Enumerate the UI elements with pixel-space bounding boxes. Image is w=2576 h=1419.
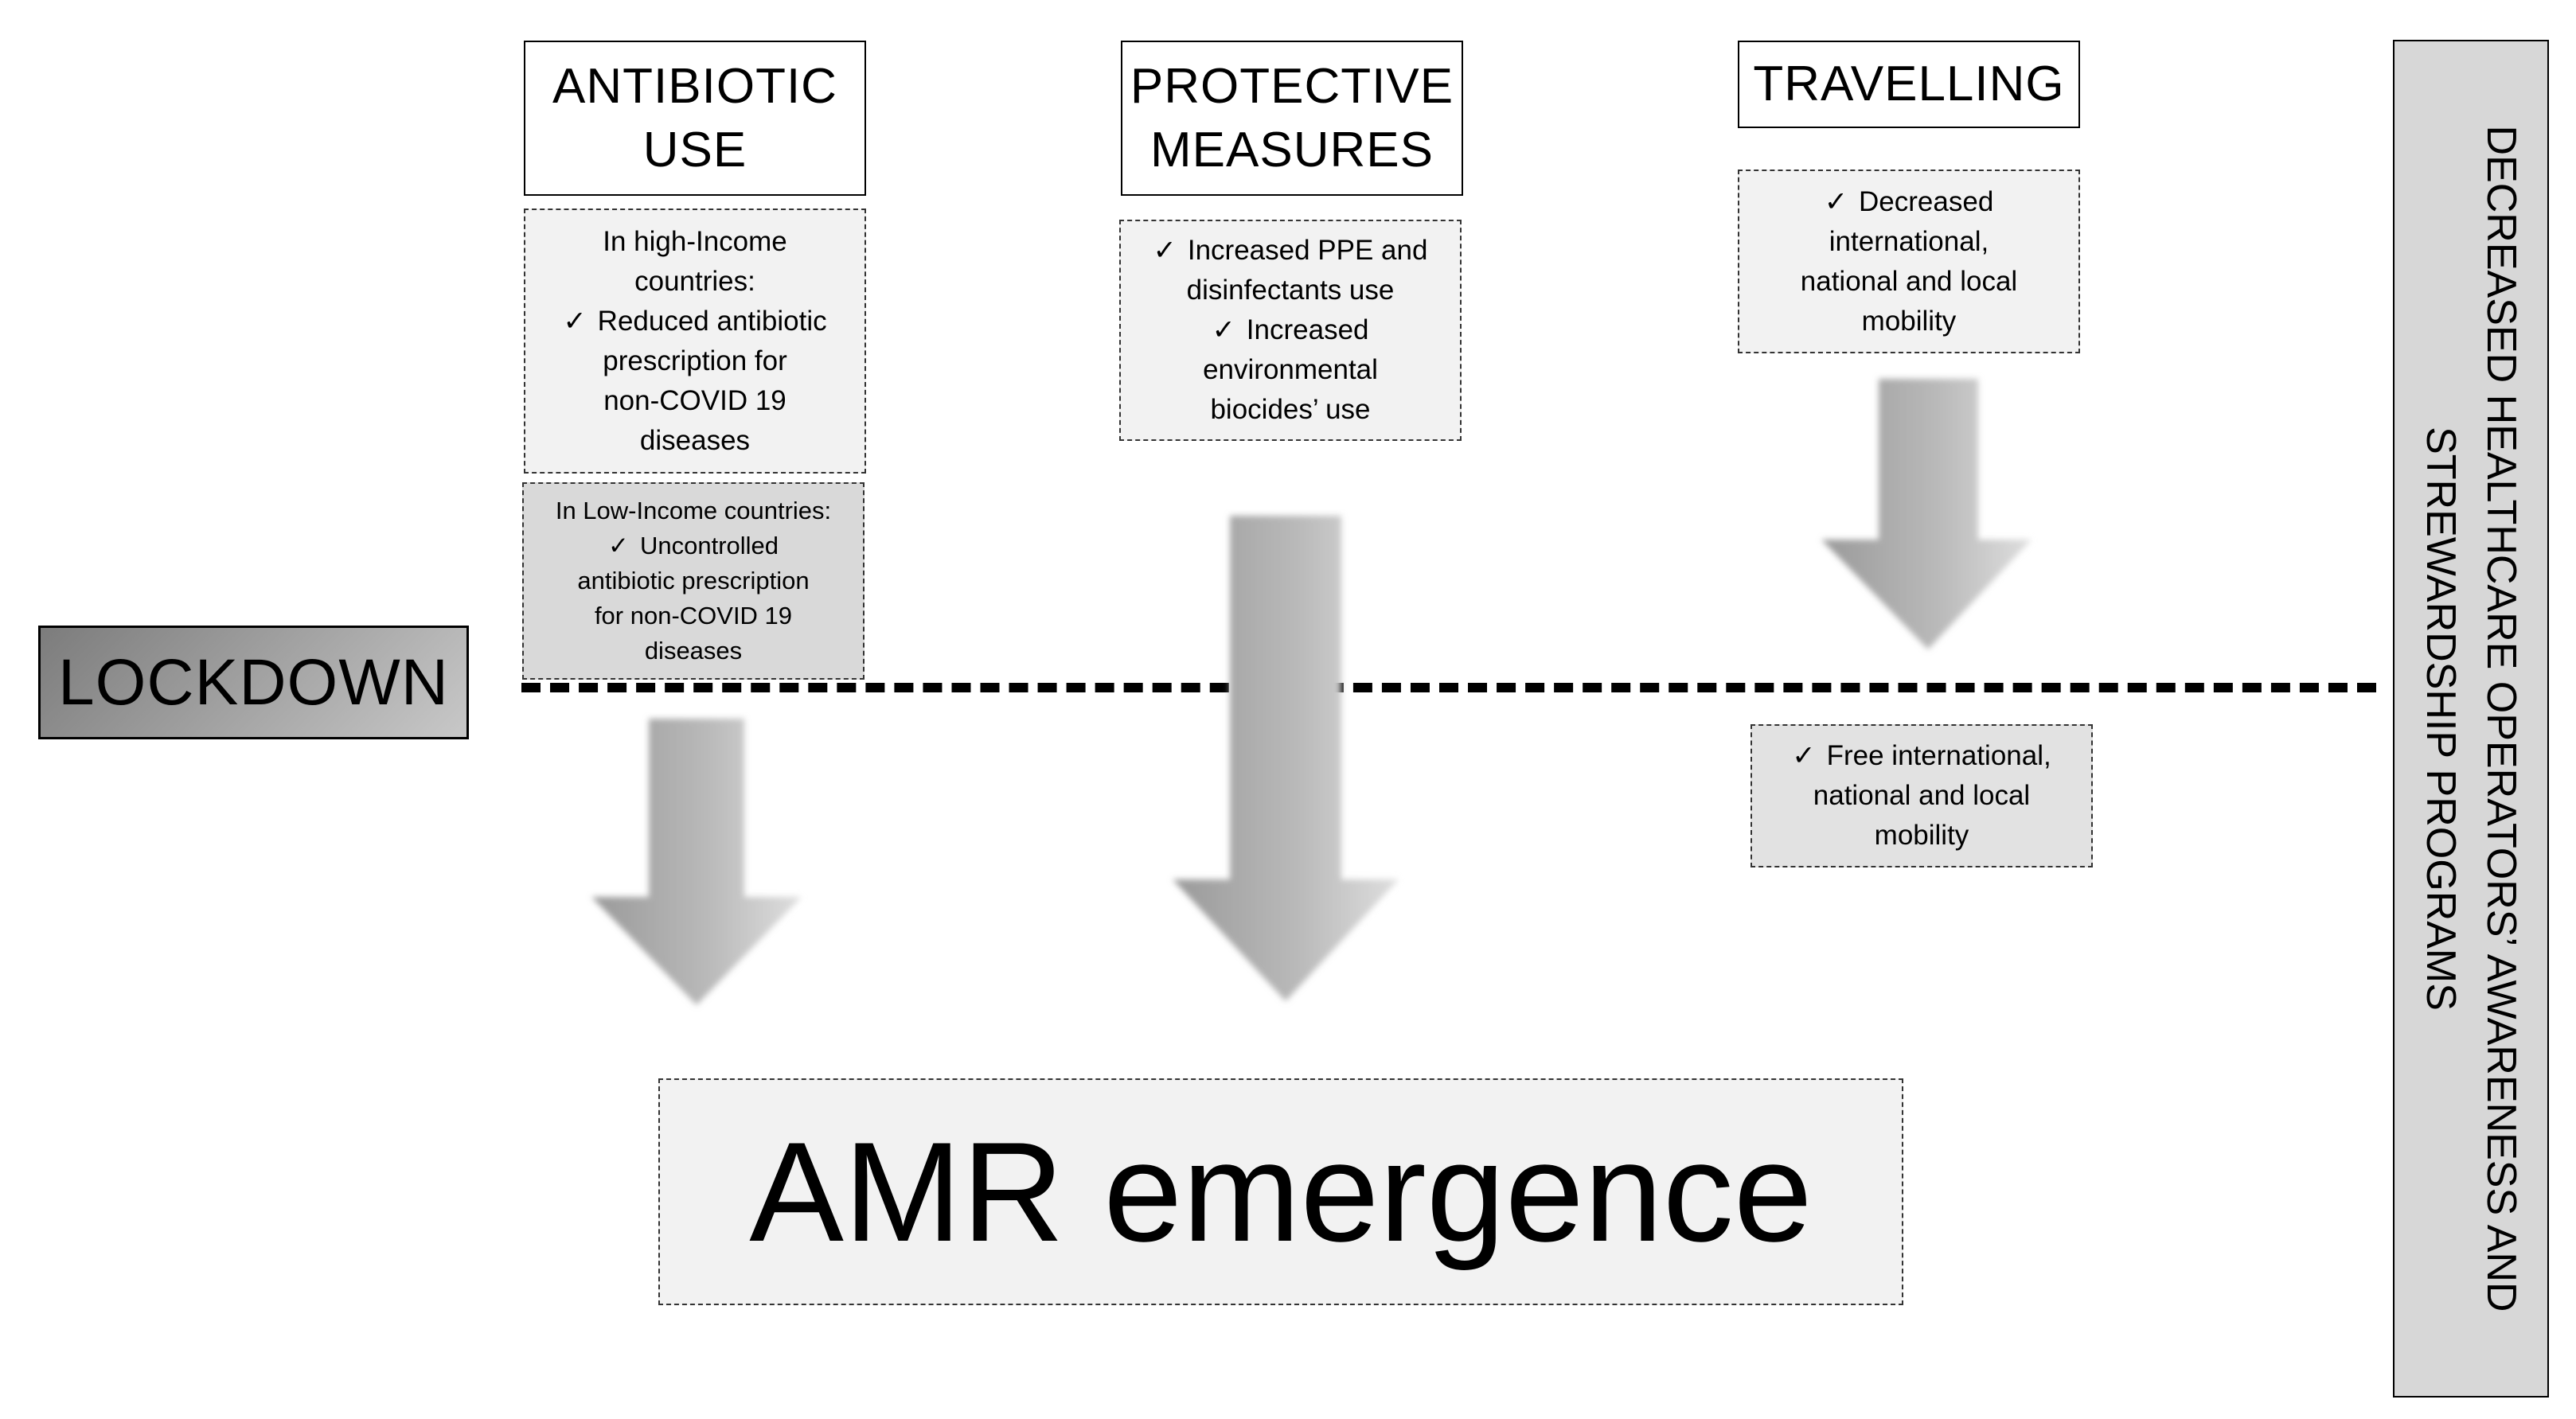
note-line: countries: [634,265,755,297]
amr-emergence-outcome: AMR emergence [658,1078,1903,1305]
note-line: non-COVID 19 [603,384,786,416]
check-mark-icon: ✓ [1824,185,1848,217]
note-line: for non-COVID 19 [594,602,793,630]
travelling-heading: TRAVELLING [1738,41,2080,128]
protective-measures-heading-line1: PROTECTIVE [1130,58,1454,114]
note-line: mobility [1861,305,1957,337]
healthcare-awareness-side-panel: DECREASED HEALTHCARE OPERATORS’ AWARENES… [2393,40,2549,1398]
travel-free-mobility-note: ✓Free international, national and local … [1751,724,2093,867]
note-line: mobility [1874,820,1969,851]
note-line: ✓Uncontrolled [607,532,779,559]
lockdown-label: LOCKDOWN [38,626,469,739]
note-line: national and local [1800,265,2018,297]
protective-measures-note: ✓Increased PPE and disinfectants use ✓In… [1119,220,1462,441]
antibiotic-use-heading-line1: ANTIBIOTIC [552,58,837,114]
travelling-down-arrow [1821,379,2032,649]
check-mark-icon: ✓ [1153,235,1177,266]
note-line: ✓Free international, [1792,740,2051,771]
travelling-heading-label: TRAVELLING [1753,57,2065,111]
check-mark-icon: ✓ [1792,740,1816,771]
note-line: ✓Increased [1212,314,1369,345]
note-line: diseases [639,424,751,456]
note-line: In Low-Income countries: [555,497,832,524]
check-mark-icon: ✓ [1212,314,1235,345]
protective-measures-heading: PROTECTIVE MEASURES [1121,41,1463,196]
antibiotic-down-arrow [591,719,802,1005]
travel-decreased-mobility-note: ✓Decreased international, national and l… [1738,170,2080,353]
protective-measures-heading-line2: MEASURES [1150,122,1434,177]
lockdown-divider-line [521,683,2376,692]
note-line: In high-Income [603,225,787,257]
note-line: ✓Decreased [1824,185,1994,217]
check-mark-icon: ✓ [563,305,587,337]
antibiotic-use-heading-line2: USE [642,122,747,177]
note-line: disinfectants use [1186,275,1395,306]
protective-down-arrow [1173,516,1399,1001]
note-line: international, [1829,225,1989,257]
note-line: national and local [1813,780,2031,811]
note-line: biocides’ use [1210,394,1371,425]
note-line: diseases [644,637,743,665]
antibiotic-high-income-note: In high-Income countries: ✓Reduced antib… [524,209,866,474]
note-line: ✓Reduced antibiotic [563,305,827,337]
antibiotic-use-heading: ANTIBIOTIC USE [524,41,866,196]
check-mark-icon: ✓ [607,532,629,559]
side-panel-label: DECREASED HEALTHCARE OPERATORS’ AWARENES… [2418,125,2524,1312]
note-line: ✓Increased PPE and [1153,235,1428,266]
note-line: antibiotic prescription [577,567,810,594]
note-line: environmental [1203,354,1378,385]
note-line: prescription for [603,345,787,376]
antibiotic-low-income-note: In Low-Income countries: ✓Uncontrolled a… [522,482,865,680]
